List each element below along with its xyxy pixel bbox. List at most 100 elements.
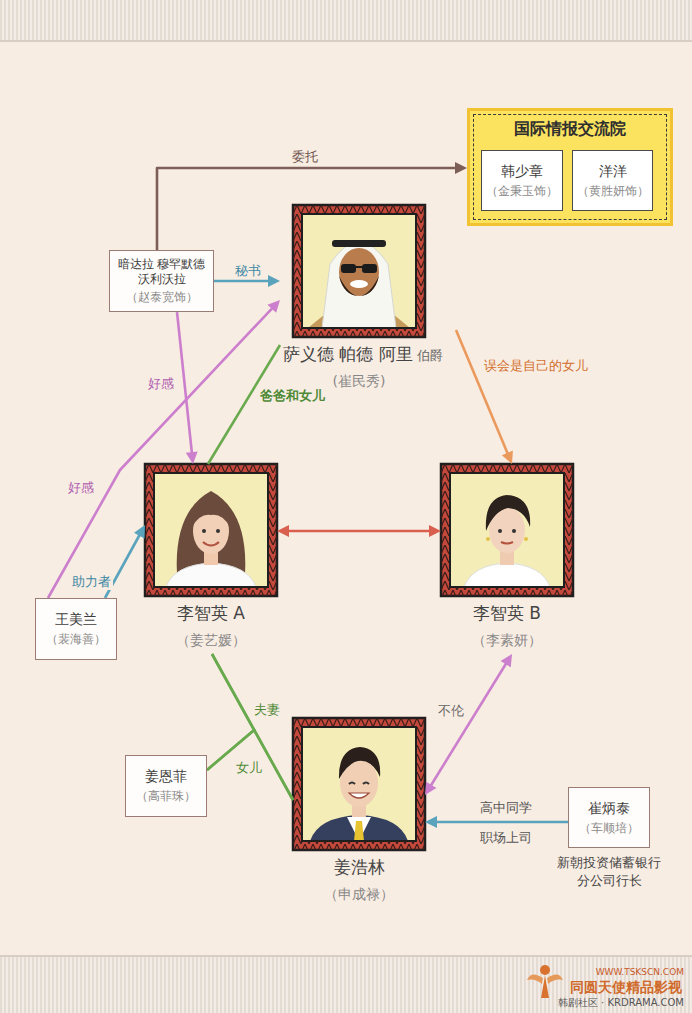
arrow-head [268,275,280,287]
portrait-woman-b-part-part [486,495,530,531]
actor-name: （李素妍） [441,630,573,650]
portrait-frame-part [293,718,425,850]
portrait-woman-b-part-part [498,529,502,533]
portrait-count-part-part [355,266,363,268]
character-portrait-node: 姜浩林 （申成禄） [293,718,425,908]
relation-label: 夫妻 [252,702,282,718]
portrait-woman-a-part-part [192,503,230,527]
character-name: 萨义德 帕德 阿里 [283,343,413,365]
relation-connector [425,654,512,795]
arrow-head [429,525,441,537]
portrait-woman-a [154,473,268,587]
portrait-woman-b-part-part [524,537,528,541]
portrait-man-part-part [310,815,408,841]
watermark-site: 韩剧社区 · KRDRAMA.COM [558,997,684,1009]
relation-line [208,345,280,464]
relation-connector [177,312,198,464]
arrow-head [455,162,467,174]
portrait-woman-a-part-part [202,529,206,533]
portrait-woman-a-part [154,473,268,587]
portrait-man-part [302,727,416,841]
arrow-head [277,525,289,537]
top-band [0,0,692,42]
portrait-frame-part [293,205,425,337]
relation-line [157,168,459,250]
arrow-head [186,451,198,464]
portrait-frame-part [293,205,425,337]
portrait-count-part-part [350,280,368,288]
character-name: 韩少章 [501,162,543,181]
character-name: 姜浩林 [293,856,425,878]
rank-tag: 伯爵 [417,347,443,365]
portrait-woman-b-part [450,473,564,587]
portrait-frame-part [441,464,573,596]
portrait-woman-a-part-part [154,473,268,587]
relation-label: 秘书 [233,263,263,279]
portrait-woman-b [450,473,564,587]
portrait-frame [441,464,573,596]
portrait-count-part-part [362,264,377,273]
portrait-woman-b-part-part [486,537,490,541]
portrait-man-part-part [349,783,355,785]
relation-connector [48,300,280,598]
portrait-count-part-part [322,242,396,328]
relation-label: 爸爸和女儿 [258,388,327,404]
portrait-woman-b-part [450,473,564,587]
relation-line [48,306,275,598]
portrait-frame-part [145,464,277,596]
portrait-woman-a-part-part [203,542,219,546]
relation-label: 好感 [66,480,96,496]
portrait-count-part [302,214,416,328]
character-box: 韩少章（金秉玉饰） [481,150,563,211]
relation-line [456,330,509,457]
bottom-band [0,955,692,1013]
arrow-head [134,525,145,538]
relation-connector [456,330,513,464]
watermark-logo-part [547,974,563,984]
character-name: 王美兰 [55,610,97,629]
actor-name: （黄胜妍饰） [577,183,649,200]
actor-name: （申成禄） [293,884,425,904]
arrow-head [425,782,436,795]
actor-name: （高菲珠） [136,788,196,805]
arrow-head [502,451,513,464]
portrait-man-part-part [354,821,364,841]
portrait-man-part-part [363,783,369,785]
character-portrait-node: 萨义德 帕德 阿里伯爵(崔民秀) [280,205,456,395]
bottom-band-part [0,957,692,1013]
job-caption: 新朝投资储蓄银行 分公司行长 [550,854,668,890]
relation-label: 误会是自己的女儿 [482,358,590,374]
node-title: 国际情报交流院 [470,111,670,139]
portrait-man [302,727,416,841]
character-name: 崔炳泰 [588,799,630,818]
relation-connector [277,525,441,537]
portrait-woman-b-part-part [512,529,516,533]
character-portrait-node: 李智英 B （李素妍） [441,464,573,654]
relation-line [429,661,508,788]
relation-label: 不伦 [436,703,466,719]
relation-line [214,280,272,283]
portrait-count-part-part [339,276,379,296]
relation-line [207,730,293,800]
portrait-count-part-part [332,240,386,247]
portrait-frame [293,205,425,337]
character-name: 姜恩菲 [145,767,187,786]
name-row: 萨义德 帕德 阿里伯爵 [280,343,456,365]
relation-note: 职场上司 [478,830,534,846]
portrait-man-part [302,727,416,841]
relation-line [285,530,433,533]
relation-connector [207,654,254,770]
portrait-woman-a-part-part [216,529,220,533]
portrait-count-part-part [341,264,356,273]
top-band-part [0,0,692,40]
character-name: 李智英 B [441,602,573,624]
portrait-woman-a-part [154,473,268,587]
portrait-frame-part [145,464,277,596]
character-box: 洋洋（黄胜妍饰） [572,150,653,211]
portrait-frame-part [293,718,425,850]
relation-label: 助力者 [70,574,113,590]
portrait-count-part-part [302,214,416,328]
